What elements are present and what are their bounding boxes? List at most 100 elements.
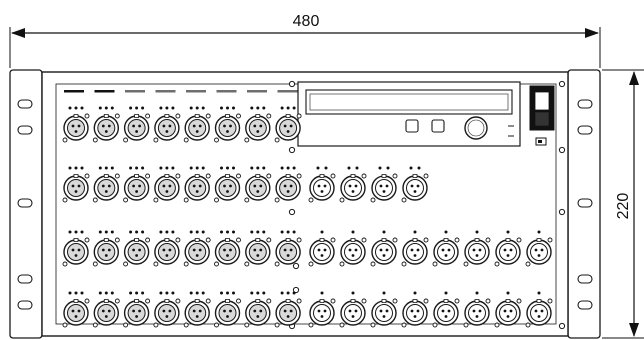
xlr-connector-icon[interactable] xyxy=(183,291,211,328)
xlr-connector-icon[interactable] xyxy=(153,106,181,143)
xlr-connector-icon[interactable] xyxy=(432,291,460,328)
indicator-led xyxy=(195,230,199,234)
xlr-connector-icon[interactable] xyxy=(183,166,211,203)
xlr-connector-icon[interactable] xyxy=(123,166,151,203)
xlr-connector-icon[interactable] xyxy=(432,230,460,267)
xlr-connector-icon[interactable] xyxy=(308,166,336,203)
xlr-connector-icon[interactable] xyxy=(62,106,90,143)
indicator-led xyxy=(537,291,541,295)
indicator-led xyxy=(165,291,169,295)
xlr-connector-icon[interactable] xyxy=(244,230,272,267)
screw-icon xyxy=(288,208,296,216)
xlr-output-connectors xyxy=(308,166,553,328)
xlr-connector-icon[interactable] xyxy=(214,291,241,328)
xlr-connector-icon[interactable] xyxy=(92,166,120,203)
indicator-led xyxy=(250,230,254,234)
xlr-connector-icon[interactable] xyxy=(274,166,302,203)
usb-port[interactable] xyxy=(535,137,547,146)
rack-hole-icon xyxy=(17,198,33,208)
xlr-connector-icon[interactable] xyxy=(123,230,151,267)
xlr-connector-icon[interactable] xyxy=(92,291,120,328)
xlr-connector-icon[interactable] xyxy=(274,291,302,328)
xlr-connector-icon[interactable] xyxy=(92,230,120,267)
indicator-led xyxy=(506,230,510,234)
indicator-led xyxy=(475,230,479,234)
xlr-connector-icon[interactable] xyxy=(62,230,90,267)
xlr-connector-icon[interactable] xyxy=(339,166,367,203)
screw-icon xyxy=(558,322,566,330)
indicator-led xyxy=(351,230,355,234)
power-switch[interactable] xyxy=(529,85,555,131)
xlr-connector-icon[interactable] xyxy=(308,291,336,328)
indicator-led xyxy=(292,230,296,234)
indicator-led xyxy=(316,166,320,170)
rack-hole-icon xyxy=(577,99,593,109)
screw-icon xyxy=(558,208,566,216)
indicator-led xyxy=(141,106,145,110)
indicator-led xyxy=(159,106,163,110)
screw-icon xyxy=(558,80,566,88)
xlr-connector-icon[interactable] xyxy=(463,291,491,328)
xlr-connector-icon[interactable] xyxy=(92,106,120,143)
xlr-connector-icon[interactable] xyxy=(308,230,336,267)
indicator-led xyxy=(110,230,114,234)
xlr-connector-icon[interactable] xyxy=(62,291,90,328)
indicator-led xyxy=(104,106,108,110)
xlr-connector-icon[interactable] xyxy=(214,230,241,267)
xlr-connector-icon[interactable] xyxy=(494,230,522,267)
xlr-connector-icon[interactable] xyxy=(62,166,90,203)
rack-holes xyxy=(17,99,593,310)
xlr-connector-icon[interactable] xyxy=(370,291,398,328)
xlr-connector-icon[interactable] xyxy=(183,106,211,143)
xlr-connector-icon[interactable] xyxy=(274,230,302,267)
xlr-connector-icon[interactable] xyxy=(244,106,272,143)
indicator-led xyxy=(98,106,102,110)
xlr-connector-icon[interactable] xyxy=(183,230,211,267)
xlr-connector-icon[interactable] xyxy=(274,106,302,143)
control-button-1[interactable] xyxy=(405,119,419,133)
xlr-connector-icon[interactable] xyxy=(339,230,367,267)
xlr-connector-icon[interactable] xyxy=(244,166,272,203)
indicator-led xyxy=(355,166,359,170)
xlr-connector-icon[interactable] xyxy=(339,291,367,328)
xlr-connector-icon[interactable] xyxy=(370,230,398,267)
xlr-connector-icon[interactable] xyxy=(463,230,491,267)
xlr-connector-icon[interactable] xyxy=(370,166,398,203)
indicator-led xyxy=(220,166,223,170)
xlr-connector-icon[interactable] xyxy=(401,166,429,203)
indicator-led xyxy=(320,291,324,295)
xlr-connector-icon[interactable] xyxy=(244,291,272,328)
indicator-led xyxy=(129,166,133,170)
indicator-led xyxy=(171,291,175,295)
xlr-connector-icon[interactable] xyxy=(214,166,241,203)
xlr-connector-icon[interactable] xyxy=(153,230,181,267)
indicator-led xyxy=(135,230,139,234)
xlr-connector-icon[interactable] xyxy=(525,291,553,328)
indicator-led xyxy=(129,291,133,295)
indicator-led xyxy=(286,291,290,295)
indicator-led xyxy=(68,291,72,295)
lcd-display xyxy=(305,89,513,115)
xlr-connector-icon[interactable] xyxy=(123,106,151,143)
indicator-led xyxy=(189,230,193,234)
label-strip xyxy=(186,90,206,93)
indicator-led xyxy=(141,166,145,170)
rack-hole-icon xyxy=(577,300,593,310)
xlr-connector-icon[interactable] xyxy=(153,291,181,328)
indicator-led xyxy=(232,166,235,170)
indicator-led xyxy=(159,291,163,295)
indicator-led xyxy=(171,230,175,234)
rack-hole-icon xyxy=(17,274,33,284)
xlr-connector-icon[interactable] xyxy=(123,291,151,328)
xlr-connector-icon[interactable] xyxy=(494,291,522,328)
xlr-connector-icon[interactable] xyxy=(401,230,429,267)
indicator-led xyxy=(232,106,235,110)
control-button-2[interactable] xyxy=(431,119,445,133)
label-strip xyxy=(125,90,145,93)
width-label: 480 xyxy=(293,13,320,30)
indicator-led xyxy=(386,166,390,170)
xlr-connector-icon[interactable] xyxy=(525,230,553,267)
xlr-connector-icon[interactable] xyxy=(153,166,181,203)
xlr-connector-icon[interactable] xyxy=(401,291,429,328)
xlr-connector-icon[interactable] xyxy=(214,106,241,143)
